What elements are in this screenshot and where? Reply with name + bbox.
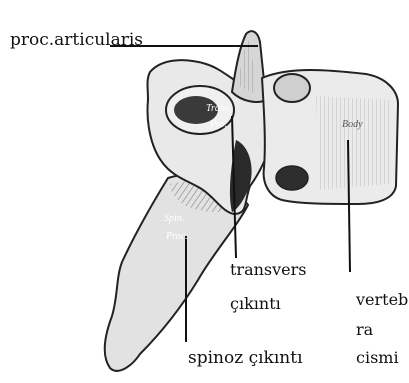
label-vertebra-line3: cismi [356, 350, 399, 366]
label-transvers-cikinti: çıkıntı [230, 296, 281, 312]
engraved-body-label: Body [342, 120, 363, 130]
upper-facet [274, 74, 310, 102]
vertebral-body-texture [316, 96, 392, 190]
engraved-pro-label: Pro. [210, 120, 227, 130]
engraved-spin-label: Spin. [164, 214, 184, 224]
label-vertebra-line1: verteb [356, 292, 408, 308]
engraved-trans-label: Trans. [206, 104, 231, 114]
label-spinoz-cikinti: spinoz çıkıntı [188, 350, 303, 367]
label-transvers: transvers [230, 262, 307, 278]
engraved-proc-label: Proc. [166, 232, 188, 242]
label-vertebra-line2: ra [356, 322, 373, 338]
lower-facet [276, 166, 308, 190]
label-proc-articularis: proc.articularis [10, 32, 143, 49]
